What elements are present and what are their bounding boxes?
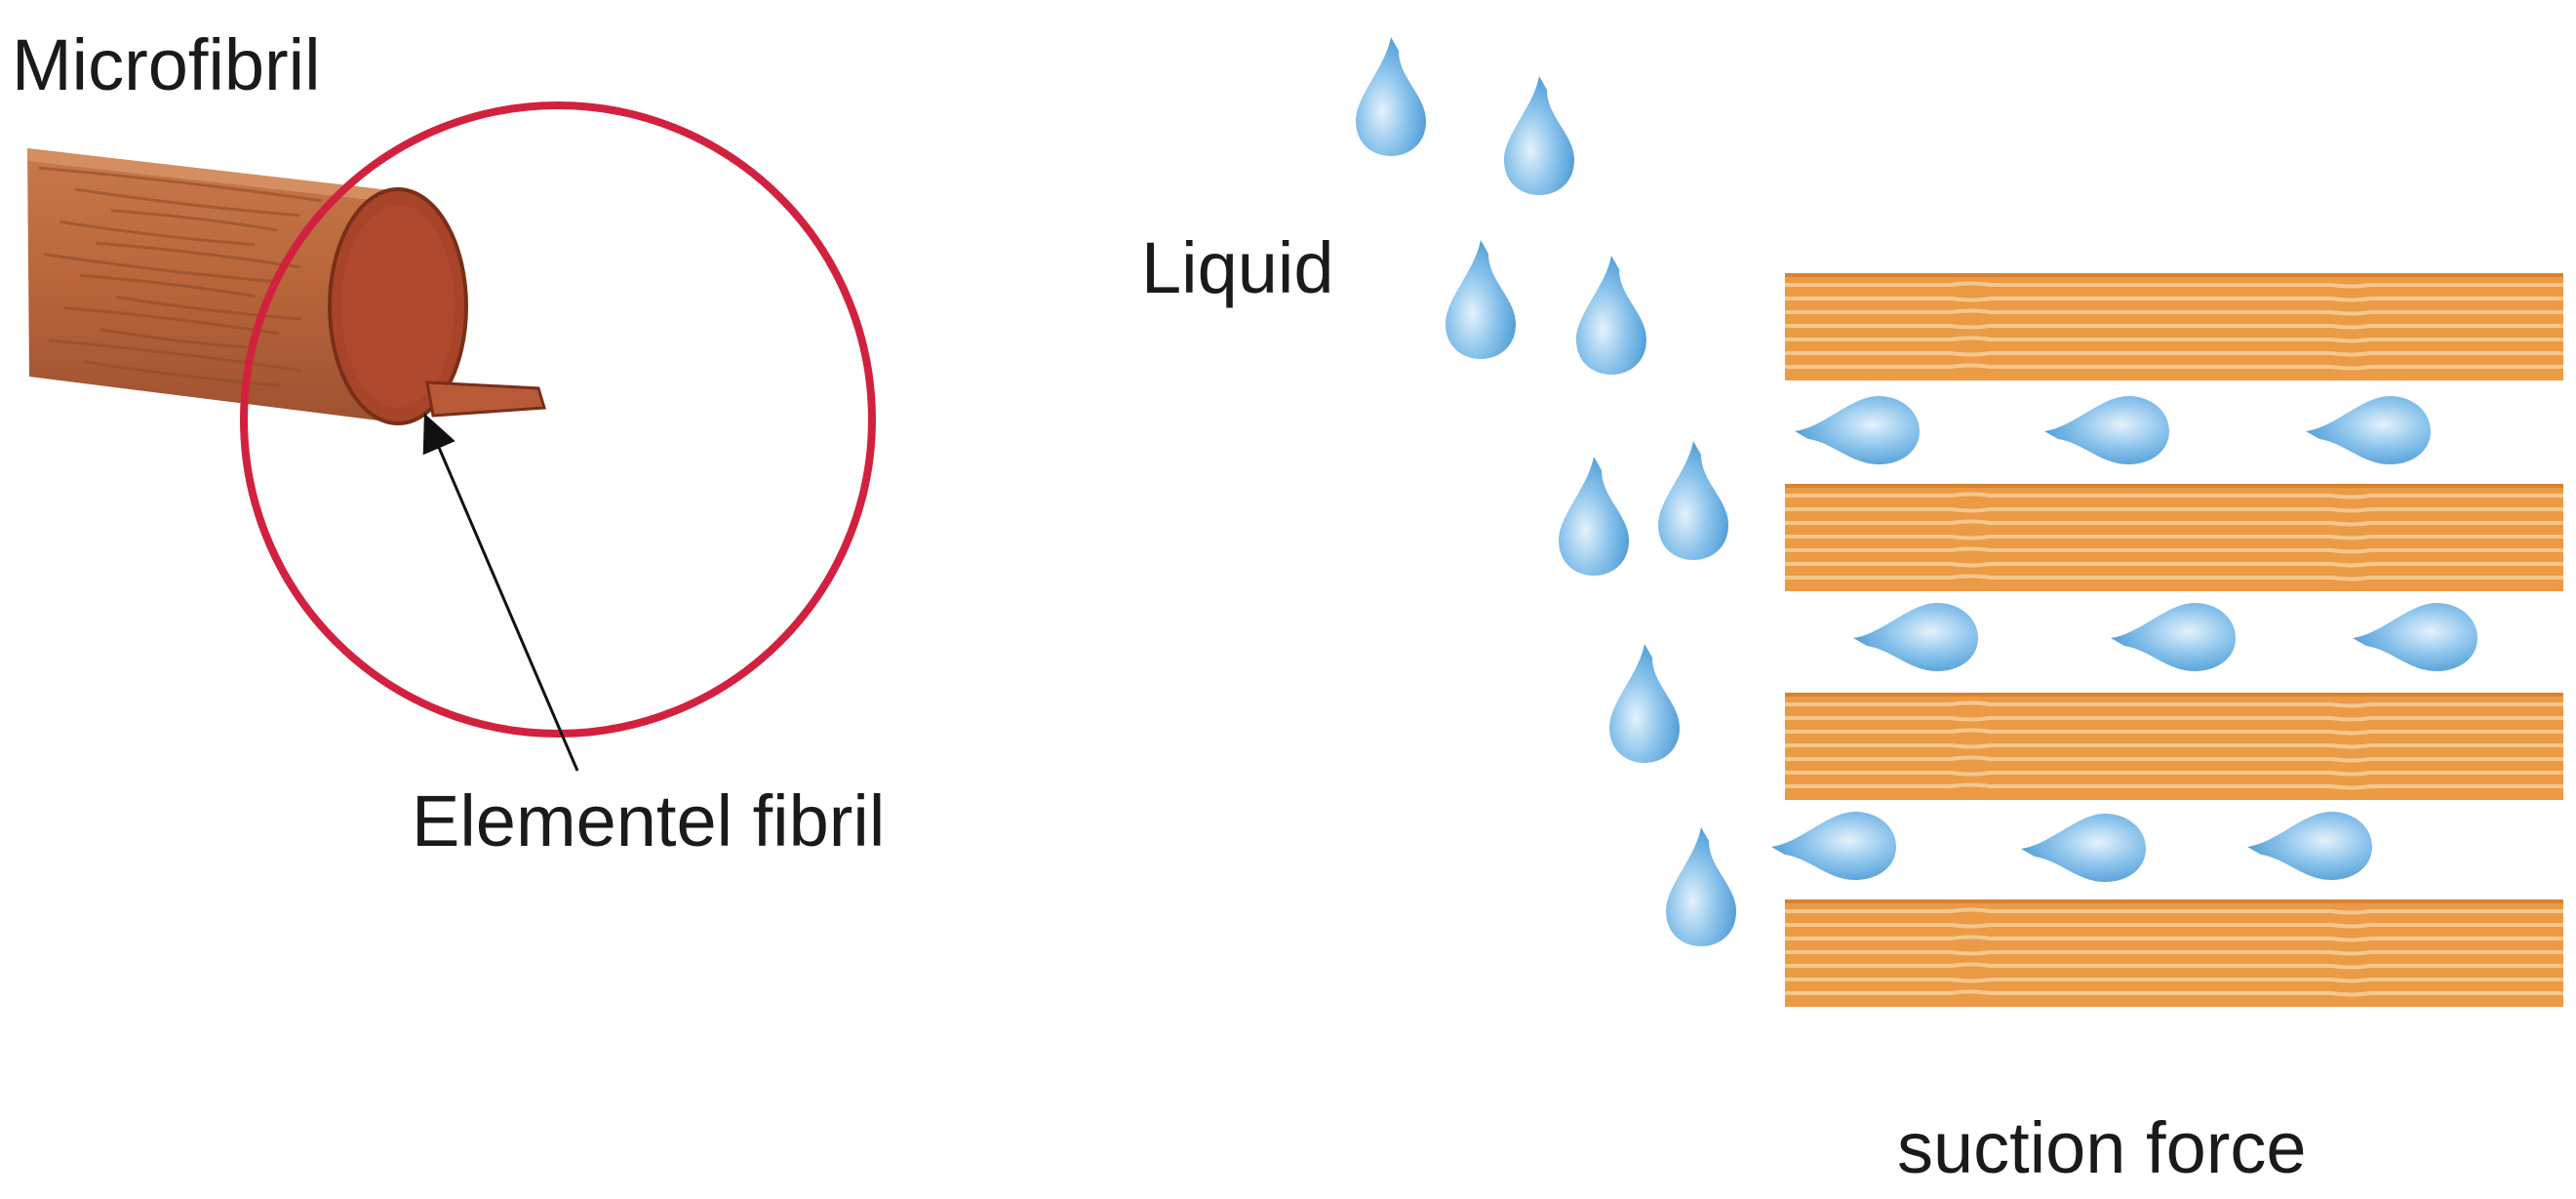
- droplet-horizontal-icon: [2111, 603, 2236, 671]
- fiber-layer-edge: [1785, 693, 2563, 697]
- fiber-stripe: [1785, 782, 2563, 790]
- grain-line: [99, 328, 258, 350]
- droplet-horizontal-icon: [2306, 396, 2431, 464]
- fiber-stripe: [1785, 989, 2563, 997]
- log-body: [27, 148, 398, 421]
- grain-line: [79, 273, 257, 299]
- fiber-stripe: [1785, 535, 2563, 540]
- elementel-fibril-label: Elementel fibril: [412, 780, 886, 861]
- fiber-layer: [1785, 899, 2563, 1007]
- droplet-horizontal-icon: [2021, 814, 2146, 882]
- grain-line: [95, 241, 301, 269]
- fiber-layer: [1785, 273, 2563, 380]
- grain-line: [84, 360, 281, 387]
- fiber-stripe: [1785, 700, 2563, 708]
- droplet-icon: [1609, 644, 1680, 763]
- fiber-layers: [1785, 273, 2563, 1007]
- log-cut-face-texture: [341, 205, 455, 408]
- fiber-layer: [1785, 484, 2563, 591]
- grain-line: [63, 306, 280, 336]
- suction-force-label: suction force: [1897, 1107, 2307, 1188]
- fiber-stripe: [1785, 962, 2563, 970]
- fiber-stripe: [1785, 562, 2563, 568]
- microfibril-label: Microfibril: [12, 24, 321, 105]
- fiber-stripe: [1785, 978, 2563, 983]
- fiber-stripe: [1785, 935, 2563, 942]
- fiber-layer-edge: [1785, 484, 2563, 488]
- fiber-stripe: [1785, 574, 2563, 581]
- droplet-horizontal-icon: [1771, 812, 1896, 880]
- fiber-stripe: [1785, 281, 2563, 289]
- droplet-horizontal-icon: [1853, 603, 1978, 671]
- fiber-layer-edge: [1785, 899, 2563, 903]
- fiber-stripe: [1785, 755, 2563, 763]
- fiber-stripe: [1785, 363, 2563, 371]
- fiber-stripe: [1785, 546, 2563, 554]
- droplet-icon: [1559, 457, 1629, 576]
- grain-line: [74, 187, 300, 218]
- absorbed-droplets: [1771, 396, 2477, 882]
- fiber-stripe: [1785, 907, 2563, 915]
- fiber-stripe: [1785, 308, 2563, 316]
- grain-line: [59, 220, 256, 247]
- liquid-label: Liquid: [1141, 227, 1334, 308]
- droplet-horizontal-icon: [1795, 396, 1920, 464]
- fiber-stripe: [1785, 324, 2563, 330]
- fiber-stripe: [1785, 728, 2563, 736]
- droplet-icon: [1356, 37, 1426, 156]
- fiber-stripe: [1785, 923, 2563, 929]
- log-top-edge: [27, 148, 398, 203]
- pointer-arrow: [422, 413, 579, 772]
- elementel-fibril-stick: [425, 380, 546, 418]
- droplet-horizontal-icon: [2247, 812, 2372, 880]
- grain-line: [43, 252, 279, 284]
- fiber-stripe: [1785, 743, 2563, 749]
- fiber-stripe: [1785, 507, 2563, 513]
- falling-droplets: [1356, 37, 1736, 946]
- microfibril-log: [27, 101, 876, 772]
- magnifier-circle: [240, 101, 876, 738]
- grain-line: [115, 295, 302, 321]
- fiber-stripe: [1785, 950, 2563, 956]
- droplet-horizontal-icon: [2353, 603, 2477, 671]
- fiber-stripe: [1785, 492, 2563, 500]
- droplet-icon: [1666, 827, 1736, 946]
- grain-line: [38, 166, 323, 203]
- fiber-stripe: [1785, 297, 2563, 302]
- droplet-horizontal-icon: [2044, 396, 2169, 464]
- fiber-stripe: [1785, 351, 2563, 357]
- fiber-layer: [1785, 693, 2563, 800]
- droplet-icon: [1658, 441, 1728, 560]
- droplet-icon: [1446, 240, 1516, 359]
- fiber-stripe: [1785, 519, 2563, 527]
- grain-line: [48, 339, 303, 373]
- droplet-icon: [1576, 256, 1646, 375]
- fiber-stripe: [1785, 336, 2563, 343]
- grain-line: [110, 209, 278, 232]
- fiber-stripe: [1785, 716, 2563, 722]
- fiber-layer-edge: [1785, 273, 2563, 277]
- droplet-icon: [1504, 76, 1574, 195]
- fiber-stripe: [1785, 771, 2563, 777]
- wood-grain: [38, 166, 323, 387]
